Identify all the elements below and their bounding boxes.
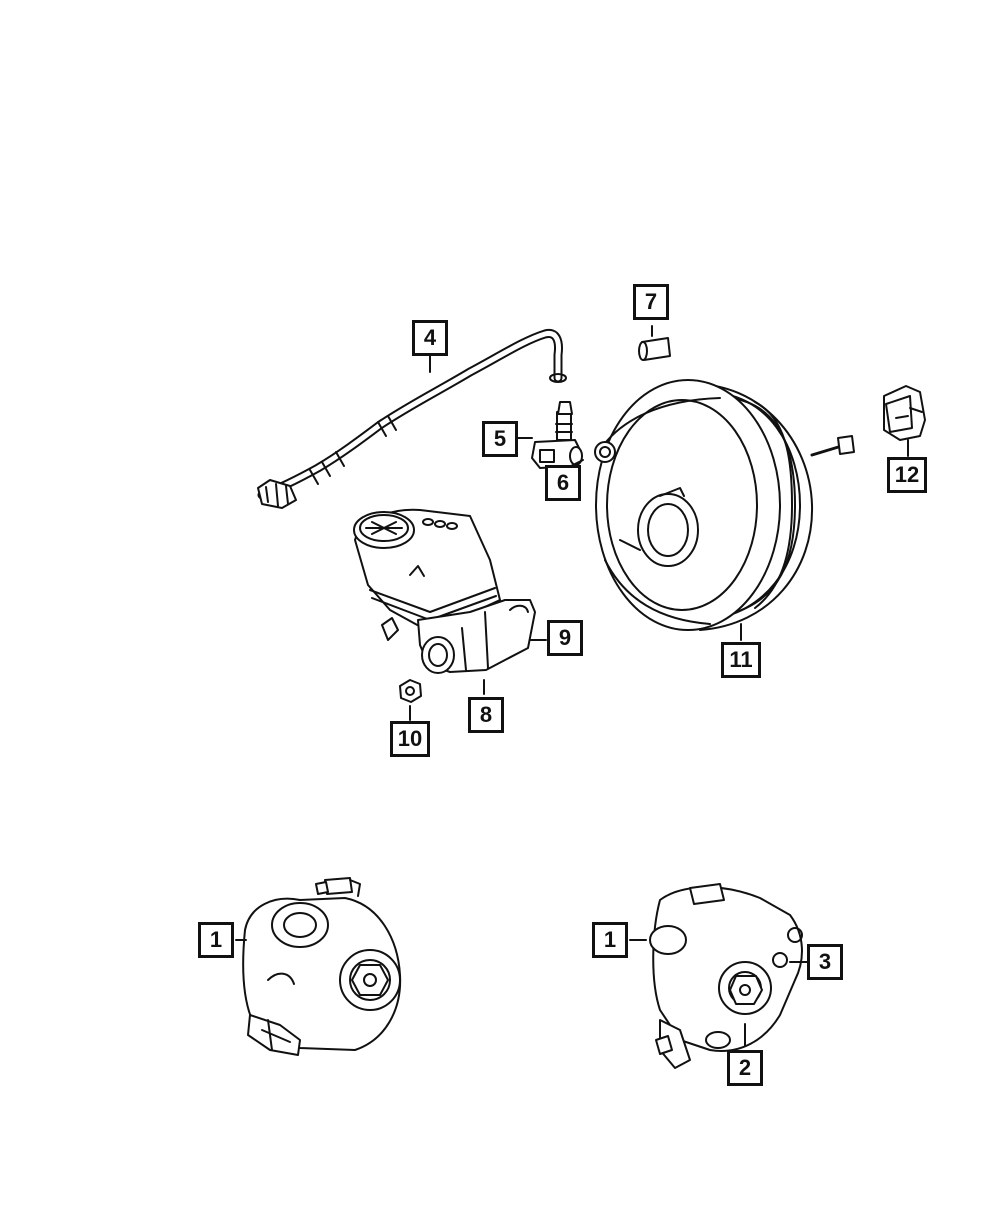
vacuum-pump-icon [242, 877, 402, 1056]
callout-label-12: 12 [887, 457, 927, 493]
brake-booster-icon [594, 379, 855, 631]
callout-label-6: 6 [545, 465, 581, 501]
master-cylinder-icon [353, 508, 536, 674]
callout-label-11: 11 [721, 642, 761, 678]
vacuum-hose-icon [257, 328, 567, 509]
vacuum-pump-icon [649, 883, 803, 1069]
callout-label-1-left: 1 [198, 922, 234, 958]
callout-label-3: 3 [807, 944, 843, 980]
callout-label-9: 9 [547, 620, 583, 656]
check-valve-icon [531, 401, 583, 469]
callout-label-5: 5 [482, 421, 518, 457]
callout-label-4: 4 [412, 320, 448, 356]
callout-label-10: 10 [390, 721, 430, 757]
callout-label-2: 2 [727, 1050, 763, 1086]
clip-icon [883, 385, 926, 441]
callout-label-7: 7 [633, 284, 669, 320]
callout-label-1-right: 1 [592, 922, 628, 958]
callout-label-8: 8 [468, 697, 504, 733]
bushing-icon [638, 337, 671, 361]
nut-icon [399, 679, 422, 703]
